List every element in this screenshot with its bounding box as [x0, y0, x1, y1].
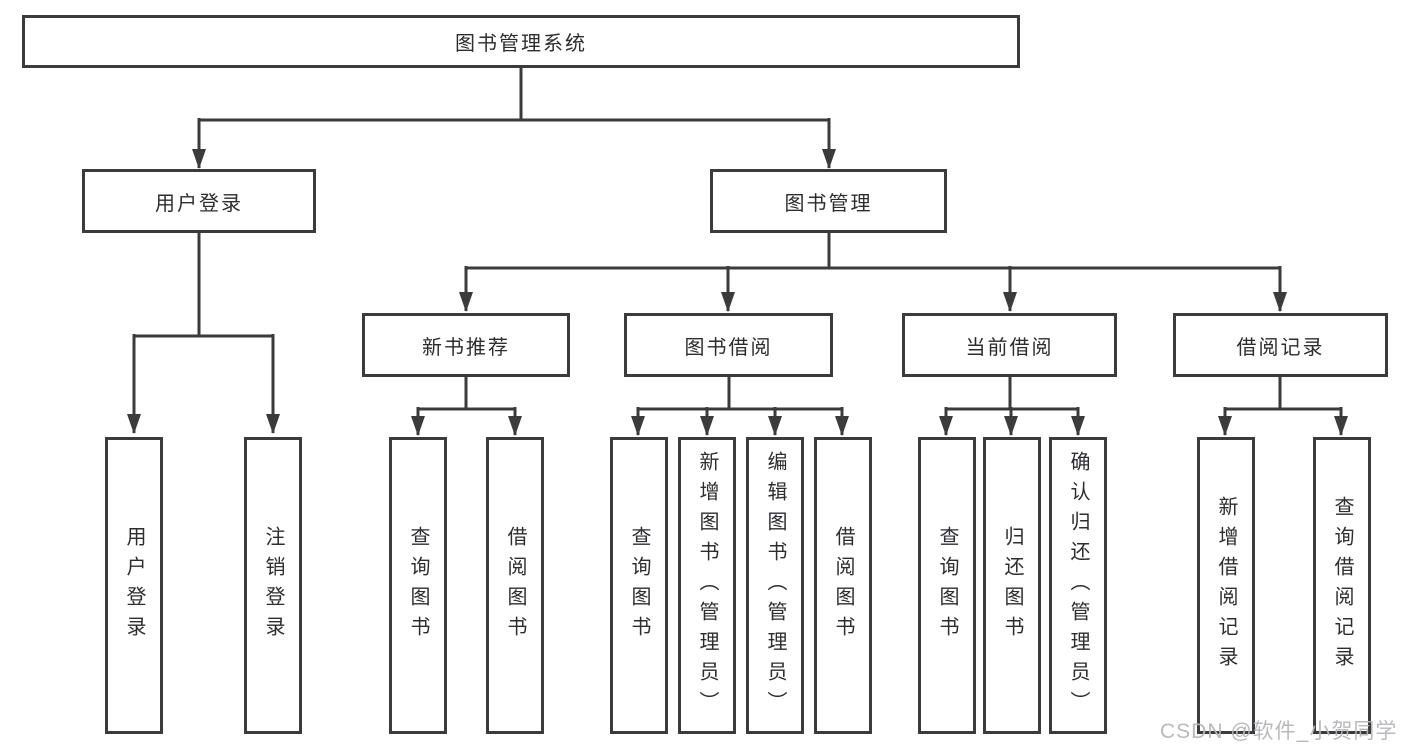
leaf-label: 借阅图书: [832, 525, 854, 646]
node-label: 图书借阅: [684, 336, 773, 359]
node-label: 用户登录: [155, 192, 243, 215]
node-label: 当前借阅: [965, 336, 1054, 359]
leaf-return-books: 归还图书: [983, 437, 1041, 734]
node-borrow-records: 借阅记录: [1173, 313, 1388, 377]
leaf-label: 新增图书（管理员）: [696, 450, 718, 721]
leaf-label: 归还图书: [1001, 525, 1023, 646]
node-label: 图书管理: [784, 192, 873, 215]
node-library-management-system: 图书管理系统: [22, 15, 1020, 68]
leaf-label: 新增借阅记录: [1215, 495, 1237, 676]
leaf-user-login: 用户登录: [105, 437, 163, 734]
leaf-borrow-books: 借阅图书: [814, 437, 872, 734]
leaf-label: 编辑图书（管理员）: [764, 450, 786, 721]
node-label: 借阅记录: [1236, 336, 1325, 359]
leaf-add-books-admin: 新增图书（管理员）: [678, 437, 736, 734]
leaf-label: 查询借阅记录: [1331, 495, 1353, 676]
leaf-label: 用户登录: [123, 525, 145, 646]
node-book-borrowing: 图书借阅: [624, 313, 833, 377]
leaf-query-books: 查询图书: [610, 437, 668, 734]
leaf-label: 借阅图书: [504, 525, 526, 646]
node-label: 新书推荐: [422, 336, 510, 359]
leaf-label: 查询图书: [936, 525, 958, 646]
leaf-add-borrow-record: 新增借阅记录: [1197, 437, 1255, 734]
node-label: 图书管理系统: [455, 33, 587, 55]
leaf-label: 注销登录: [262, 525, 284, 646]
node-user-login: 用户登录: [82, 169, 316, 233]
node-new-book-recommend: 新书推荐: [362, 313, 570, 377]
leaf-logout: 注销登录: [244, 437, 302, 734]
leaf-label: 查询图书: [407, 525, 429, 646]
leaf-edit-books-admin: 编辑图书（管理员）: [746, 437, 804, 734]
leaf-confirm-return-admin: 确认归还（管理员）: [1049, 437, 1107, 734]
leaf-query-books: 查询图书: [389, 437, 447, 734]
leaf-label: 确认归还（管理员）: [1067, 450, 1089, 721]
leaf-query-books: 查询图书: [918, 437, 976, 734]
leaf-borrow-books: 借阅图书: [486, 437, 544, 734]
leaf-label: 查询图书: [628, 525, 650, 646]
node-current-borrowing: 当前借阅: [902, 313, 1117, 377]
leaf-query-borrow-record: 查询借阅记录: [1313, 437, 1371, 734]
node-book-management: 图书管理: [710, 169, 947, 233]
csdn-watermark: CSDN @软件_小贺同学: [1160, 720, 1398, 743]
